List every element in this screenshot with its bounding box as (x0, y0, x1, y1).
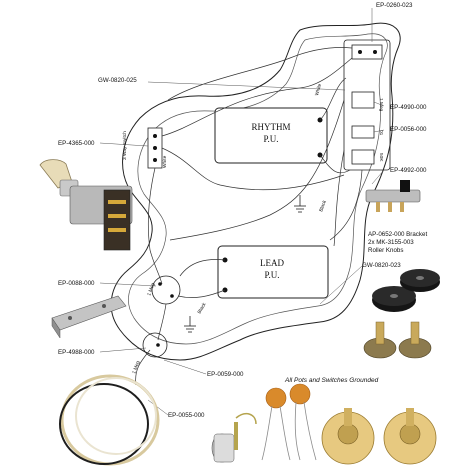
part-label-output-jack: EP-0059-000 (207, 371, 244, 378)
wiring (135, 47, 363, 386)
rhythm-pickup-label-line1: RHYTHM (251, 122, 290, 132)
pot-terminal (158, 282, 162, 286)
white-wire-label-top: White (314, 83, 323, 97)
lead-volume-pot (151, 275, 181, 305)
lead-pickup-label-line1: LEAD (260, 258, 284, 268)
lead-pot-label-2: 1 Meg (131, 360, 141, 375)
rhythm-cap-label: 01 (378, 130, 384, 136)
bracket-photo (51, 295, 127, 339)
lead-tone-pot (142, 332, 168, 358)
rhythm-pickup-label-line2: P.U. (263, 134, 278, 144)
part-label-rhythm-cap: EP-0056-000 (390, 126, 427, 133)
mini-pots-photo (363, 321, 432, 359)
lead-pickup-label-line2: P.U. (264, 270, 279, 280)
ground-symbol (184, 316, 196, 333)
switch-lug (153, 158, 157, 162)
three-way-switch-label: 3 Way Switch (122, 131, 128, 160)
rhythm-slide-switch-top (351, 44, 383, 60)
part-label-selector-switch: EP-0260-023 (376, 2, 413, 9)
part-label-lead-bracket: EP-0088-000 (58, 280, 95, 287)
part-label-rhythm-slide-switch: EP-4992-000 (390, 167, 427, 174)
large-pots-photo (321, 408, 437, 465)
pot-terminal (358, 50, 362, 54)
lead-pot-label: 1 Meg (146, 282, 156, 297)
switch-lug (153, 146, 157, 150)
roller-knobs-photo (372, 269, 440, 312)
grounding-note: All Pots and Switches Grounded (284, 377, 379, 384)
black-wire-label-mid: Black (318, 199, 328, 213)
guitar-body-outline (110, 22, 401, 361)
part-label-rhythm-pot: EP-4990-000 (390, 104, 427, 111)
rhythm-cap-block (351, 125, 375, 139)
pot-terminal (156, 343, 160, 347)
part-label-screw-rhythm: GW-0820-025 (98, 77, 137, 84)
switch-lug (153, 134, 157, 138)
three-way-toggle-switch-photo (39, 159, 133, 251)
capacitors-photo (261, 383, 317, 461)
rhythm-pot-1 (351, 91, 375, 109)
rhythm-pot-2-label: 50K (378, 153, 384, 162)
slide-switch-photo (365, 180, 421, 212)
lead-pickup (217, 245, 329, 299)
part-label-wire-spool: EP-0055-000 (168, 412, 205, 419)
rhythm-pickup (214, 107, 328, 164)
rhythm-control-plate (343, 39, 391, 171)
white-wire-label-switch: White (162, 155, 168, 168)
part-label-three-way-switch: EP-4365-000 (58, 140, 95, 147)
ground-symbol (294, 195, 306, 213)
part-label-lead-pot: EP-4988-000 (58, 349, 95, 356)
leader-lines (99, 8, 385, 416)
part-label-roller-knobs: Roller Knobs (368, 247, 403, 254)
part-label-pickup-screw: GW-0820-023 (362, 262, 401, 269)
part-label-knobs: 2x MK-3155-003 (368, 239, 414, 246)
pot-terminal (373, 50, 377, 54)
output-jack-photo (211, 413, 257, 463)
pot-terminal (170, 294, 174, 298)
wire-coil-photo (59, 374, 160, 466)
part-label-bracket: AP-0652-000 Bracket (368, 231, 427, 238)
black-wire-label-lower: Black (197, 301, 208, 315)
pickguard-outline (128, 33, 388, 345)
rhythm-pot-2 (351, 149, 375, 165)
